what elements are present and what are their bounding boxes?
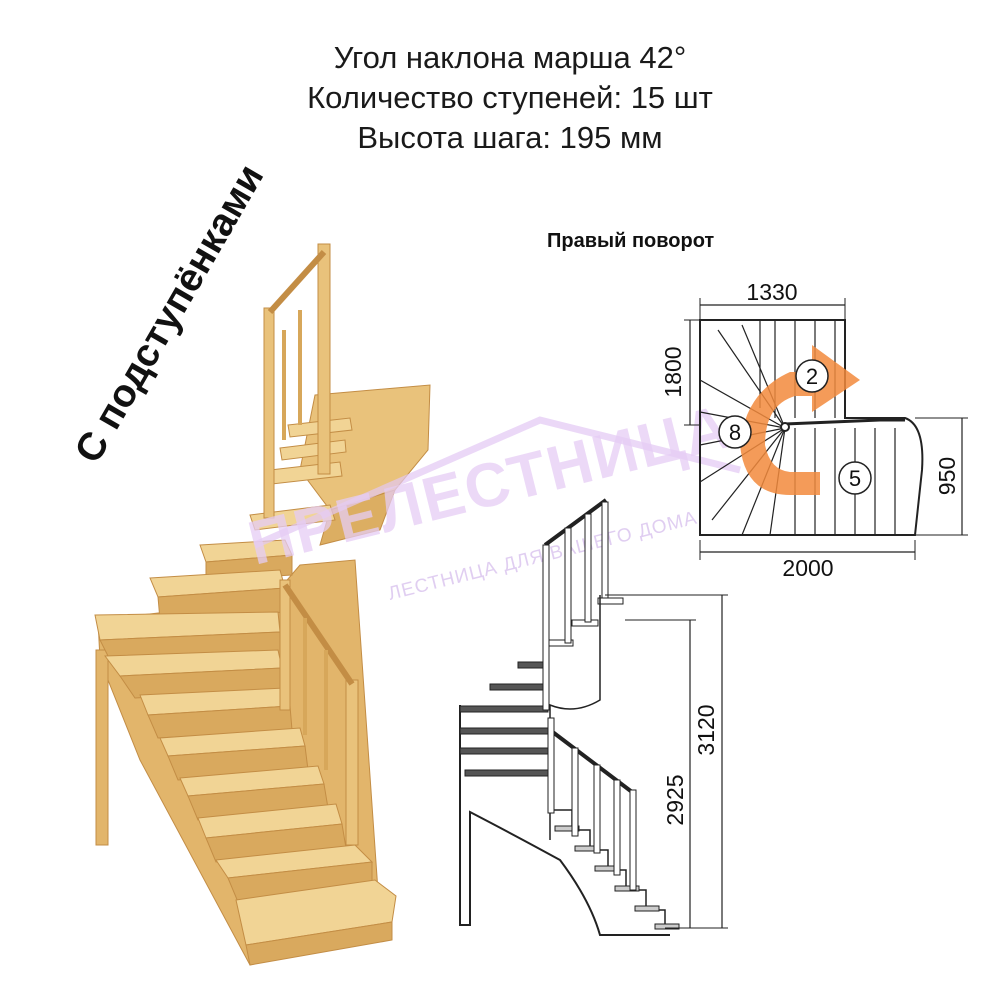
plan-title: Правый поворот	[547, 230, 715, 252]
plan-dim-right: 950	[934, 457, 960, 495]
wooden-staircase-render	[94, 243, 431, 966]
stair-specs: Угол наклона марша 42° Количество ступен…	[200, 38, 820, 158]
elevation-dim-floor: 2925	[662, 774, 688, 825]
plan-dim-bottom: 2000	[782, 555, 833, 581]
plan-step-number: 5	[849, 466, 861, 491]
elevation-dim-total: 3120	[693, 704, 719, 755]
spec-incline-angle: Угол наклона марша 42°	[333, 40, 687, 75]
plan-dim-top: 1330	[746, 279, 797, 305]
plan-dim-left: 1800	[660, 346, 686, 397]
spec-step-height: Высота шага: 195 мм	[357, 120, 663, 155]
spec-step-count: Количество ступеней: 15 шт	[307, 80, 713, 115]
elevation-view: 3120 2925	[459, 498, 728, 936]
plan-view: 2 8 5 1330 1800 950 2000	[660, 279, 968, 581]
direction-arrow	[740, 345, 860, 495]
plan-step-number: 2	[806, 364, 818, 389]
plan-step-number: 8	[729, 420, 741, 445]
